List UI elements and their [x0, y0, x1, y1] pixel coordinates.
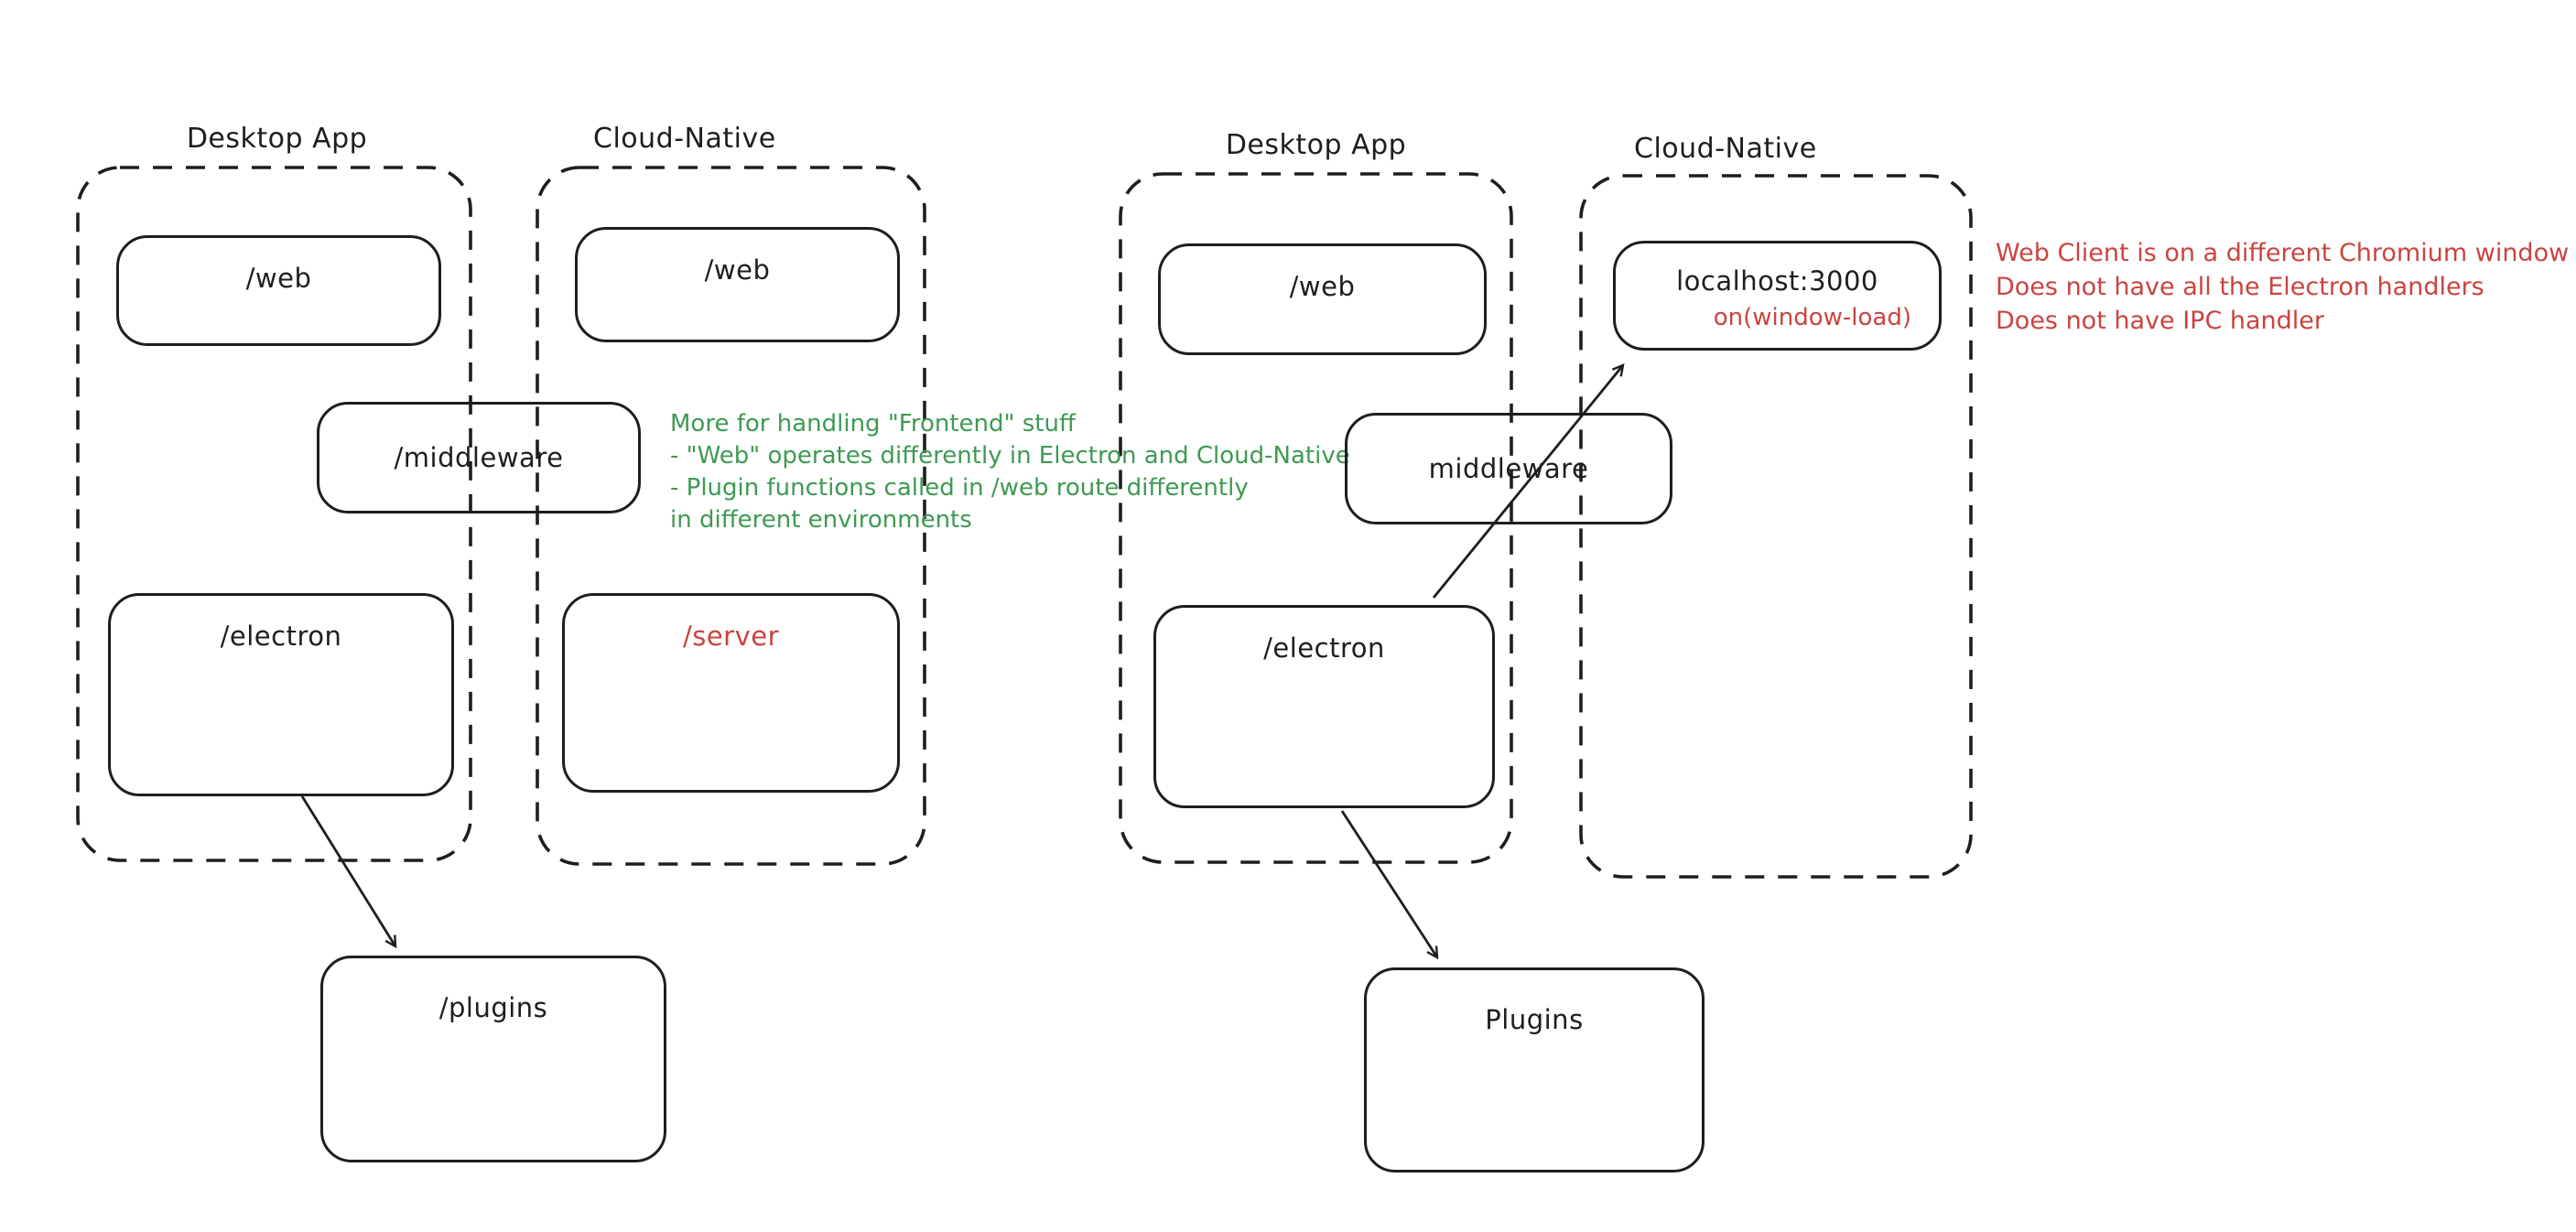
note-red-line-1: Web Client is on a different Chromium wi…	[1996, 239, 2570, 267]
node-middleware-right-label: middleware	[1428, 453, 1589, 484]
node-plugins-right-label: Plugins	[1485, 1004, 1584, 1035]
note-green-line-2: - "Web" operates differently in Electron…	[670, 442, 1350, 470]
node-web-desktop-right[interactable]: /web	[1158, 243, 1487, 355]
arrow-electron-to-plugins-left[interactable]	[300, 795, 395, 946]
arrow-electron-to-localhost[interactable]	[1432, 365, 1623, 599]
note-red-line-3: Does not have IPC handler	[1996, 307, 2325, 335]
note-green-line-4: in different environments	[670, 506, 972, 534]
node-web-desktop-right-label: /web	[1289, 271, 1356, 302]
container-label-desktop-right[interactable]: Desktop App	[1225, 129, 1407, 161]
container-label-desktop-left[interactable]: Desktop App	[186, 123, 368, 155]
note-green-line-1: More for handling "Frontend" stuff	[670, 410, 1076, 438]
node-plugins-left[interactable]: /plugins	[320, 956, 666, 1162]
node-middleware-left-label: /middleware	[394, 442, 564, 473]
node-middleware-left[interactable]: /middleware	[317, 402, 641, 513]
node-electron-left[interactable]: /electron	[108, 593, 454, 796]
container-cloud-native-left[interactable]	[536, 166, 926, 866]
node-plugins-right[interactable]: Plugins	[1364, 967, 1705, 1173]
node-web-cloud-left[interactable]: /web	[575, 227, 900, 342]
node-electron-right[interactable]: /electron	[1153, 605, 1495, 808]
node-electron-right-label: /electron	[1263, 632, 1385, 664]
node-server-label: /server	[682, 621, 780, 652]
arrow-electron-to-plugins-right[interactable]	[1340, 810, 1437, 957]
node-web-cloud-left-label: /web	[704, 254, 771, 286]
container-desktop-app-right[interactable]	[1119, 172, 1513, 864]
node-web-desktop-left-label: /web	[245, 263, 312, 294]
node-localhost-3000[interactable]: localhost:3000 on(window-load)	[1613, 241, 1942, 351]
container-label-cloud-left[interactable]: Cloud-Native	[593, 123, 776, 155]
note-red-web-client[interactable]: Web Client is on a different Chromium wi…	[1996, 236, 2569, 338]
node-plugins-left-label: /plugins	[438, 992, 548, 1023]
node-middleware-right[interactable]: middleware	[1345, 413, 1672, 524]
node-server[interactable]: /server	[562, 593, 900, 793]
note-green-line-3: - Plugin functions called in /web route …	[670, 474, 1249, 502]
node-web-desktop-left[interactable]: /web	[116, 235, 441, 346]
container-desktop-app-left[interactable]	[76, 166, 472, 862]
node-localhost-event: on(window-load)	[1713, 304, 1911, 331]
container-label-cloud-right[interactable]: Cloud-Native	[1634, 133, 1817, 165]
node-electron-left-label: /electron	[220, 621, 342, 652]
note-red-line-2: Does not have all the Electron handlers	[1996, 273, 2484, 301]
node-localhost-title: localhost:3000	[1676, 265, 1878, 297]
note-green-middleware[interactable]: More for handling "Frontend" stuff - "We…	[670, 408, 1350, 536]
